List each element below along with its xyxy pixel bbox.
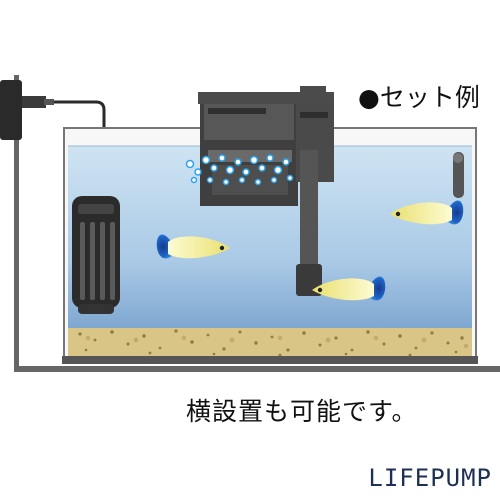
horizontal-install-caption: 横設置も可能です。 — [186, 397, 418, 426]
power-plug-icon — [0, 80, 54, 140]
thermometer-icon — [453, 152, 464, 198]
stand — [14, 75, 500, 372]
brand-logo-text: LIFEPUMP — [368, 464, 492, 492]
guppy-fish-icon — [312, 276, 386, 301]
air-bubble-icon — [185, 154, 294, 186]
heater-cord — [54, 100, 106, 200]
heater-icon — [72, 196, 120, 314]
set-example-label: ●セット例 — [358, 83, 480, 112]
guppy-fish-icon — [390, 200, 464, 225]
guppy-fish-icon — [156, 234, 230, 259]
